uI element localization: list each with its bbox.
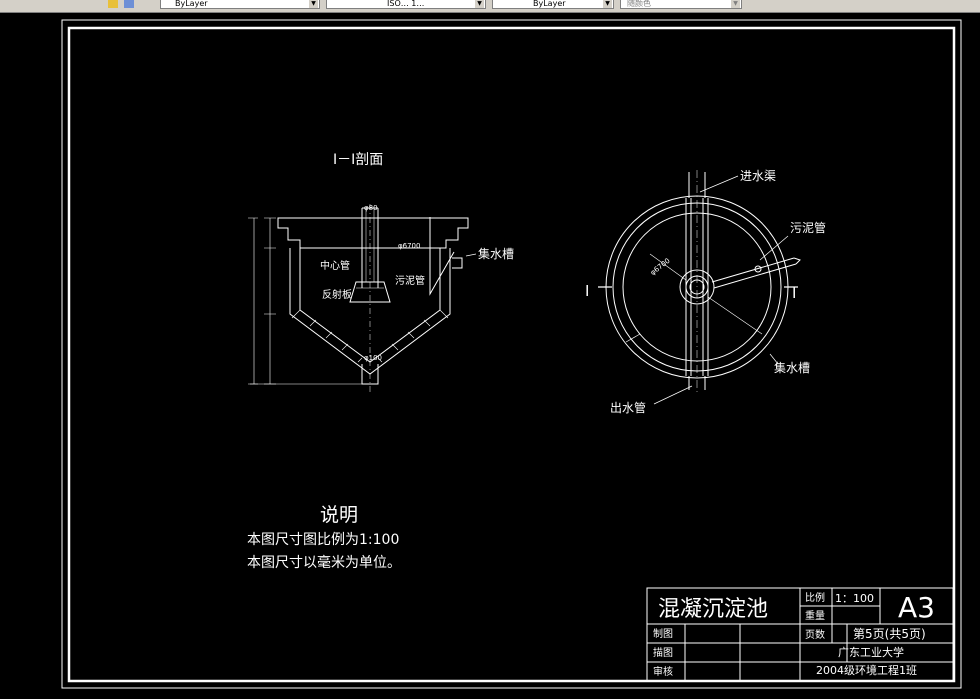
pages-value: 第5页(共5页) bbox=[853, 627, 926, 641]
sheet-size: A3 bbox=[898, 591, 935, 624]
label-center-pipe: 中心管 bbox=[320, 259, 350, 272]
label-reflector: 反射板 bbox=[322, 288, 352, 301]
section-view bbox=[248, 204, 469, 392]
review-label: 审核 bbox=[653, 665, 673, 678]
drawing-name: 混凝沉淀池 bbox=[658, 597, 768, 622]
chevron-down-icon[interactable]: ▼ bbox=[731, 0, 740, 8]
scale-label: 比例 bbox=[805, 591, 825, 604]
chevron-down-icon[interactable]: ▼ bbox=[475, 0, 484, 8]
dim-diameter-label: φ6700 bbox=[398, 242, 420, 250]
label-sludge-pipe-section: 污泥管 bbox=[395, 274, 425, 287]
section-title: I－I剖面 bbox=[333, 152, 383, 168]
section-mark-right: I bbox=[792, 284, 796, 302]
plotstyle-control-value: 随颜色 bbox=[627, 0, 651, 8]
inner-frame bbox=[67, 26, 956, 683]
layer-previous-icon[interactable] bbox=[124, 0, 134, 8]
outer-frame bbox=[61, 19, 962, 689]
section-mark-left: I bbox=[585, 282, 589, 300]
linetype-control-select[interactable]: ISO… 1… ▼ bbox=[326, 0, 486, 9]
drawn-label: 描图 bbox=[653, 646, 673, 659]
label-inlet-channel: 进水渠 bbox=[740, 169, 776, 183]
chevron-down-icon[interactable]: ▼ bbox=[309, 0, 318, 8]
layer-state-icon[interactable] bbox=[108, 0, 118, 8]
made-label: 制图 bbox=[653, 627, 673, 640]
pages-label: 页数 bbox=[805, 628, 825, 641]
scale-value: 1：100 bbox=[835, 592, 874, 605]
linetype-control-value: ISO… 1… bbox=[387, 0, 425, 8]
chevron-down-icon[interactable]: ▼ bbox=[603, 0, 612, 8]
dim-top-label: φ80 bbox=[364, 204, 378, 212]
notes-line-1: 本图尺寸图比例为1:100 bbox=[247, 532, 399, 548]
weight-label: 重量 bbox=[805, 609, 825, 622]
color-control-select[interactable]: ByLayer ▼ bbox=[160, 0, 320, 9]
dim-bottom-label: φ100 bbox=[364, 354, 382, 362]
label-collect-tank-section: 集水槽 bbox=[478, 246, 514, 261]
label-outlet-pipe: 出水管 bbox=[610, 400, 646, 415]
plan-view bbox=[598, 170, 801, 405]
notes-heading: 说明 bbox=[320, 504, 358, 526]
notes-line-2: 本图尺寸以毫米为单位。 bbox=[247, 554, 401, 571]
lineweight-control-value: ByLayer bbox=[533, 0, 566, 8]
drawing-canvas[interactable]: I－I剖面 φ80 φ6700 φ100 中心管 反射板 污泥 bbox=[0, 12, 980, 699]
school-name: 广东工业大学 bbox=[838, 645, 904, 659]
plotstyle-control-select[interactable]: 随颜色 ▼ bbox=[620, 0, 742, 9]
properties-toolbar: ByLayer ▼ ISO… 1… ▼ ByLayer ▼ 随颜色 ▼ bbox=[0, 0, 980, 13]
lineweight-control-select[interactable]: ByLayer ▼ bbox=[492, 0, 614, 9]
title-block bbox=[646, 587, 954, 682]
label-collect-tank-plan: 集水槽 bbox=[774, 360, 810, 375]
color-control-value: ByLayer bbox=[175, 0, 208, 8]
class-name: 2004级环境工程1班 bbox=[816, 663, 917, 677]
label-sludge-pipe-plan: 污泥管 bbox=[790, 220, 826, 235]
